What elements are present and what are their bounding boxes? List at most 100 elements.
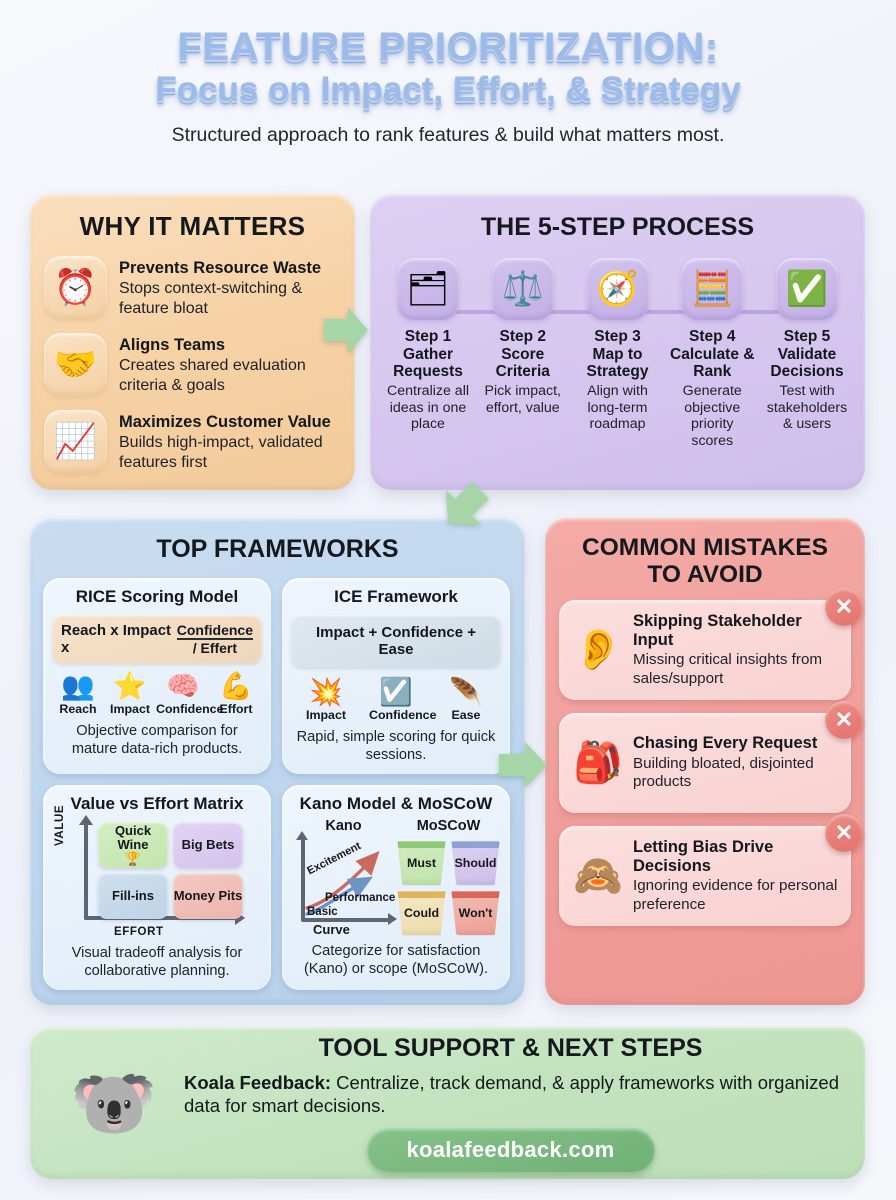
kano-moscow-body: Kano [291, 818, 501, 938]
compass-map-icon: 🧭 [586, 258, 649, 320]
step-desc: Align with long-term roadmap [587, 382, 648, 433]
page-title-line1: FEATURE PRIORITIZATION: [177, 25, 719, 69]
ice-metric-label: Impact [306, 708, 346, 723]
page-title-line2: Focus on Impact, Effort, & Strategy [155, 70, 741, 110]
why-list: ⏰ Prevents Resource Waste Stops context-… [30, 256, 355, 473]
ice-formula: Impact + Confidence + Ease [291, 615, 501, 667]
step-name: Gather Requests [393, 345, 463, 381]
framework-card-value-effort: Value vs Effort Matrix VALUE EFFORT Quic… [43, 785, 271, 991]
mistake-item: ✕ 🎒 Chasing Every Request Building bloat… [559, 700, 863, 813]
step-number: Step 1 [404, 328, 452, 345]
step-name: Score Criteria [495, 345, 550, 381]
rice-metric: ⭐ Impact [104, 671, 156, 717]
mistakes-heading: COMMON MISTAKES TO AVOID [545, 518, 865, 589]
step-number: Step 2 [499, 328, 546, 345]
flexed-bicep-icon: 💪 [219, 671, 253, 701]
moscow-bucket-could: Could [397, 891, 446, 936]
step-desc: Test with stakeholders & users [766, 382, 848, 433]
rice-note: Objective comparison for mature data-ric… [71, 723, 243, 757]
step-desc: Pick impact, effort, value [484, 382, 561, 416]
people-icon: 👥 [61, 671, 95, 701]
moscow-bucket-wont: Won't [451, 891, 500, 936]
mistakes-heading-line1: COMMON MISTAKES [582, 534, 828, 561]
quadrant-money-pits: Money Pits [173, 873, 243, 920]
kano-curves-svg [305, 851, 380, 917]
section-why-it-matters: WHY IT MATTERS ⏰ Prevents Resource Waste… [30, 194, 355, 490]
rice-metric: 💪 Effort [210, 671, 262, 717]
rice-metric-label: Reach [59, 702, 97, 717]
quadrant-fill-ins: Fill-ins [98, 873, 168, 920]
moscow-subheading: MoSCoW [416, 818, 481, 835]
mistake-title: Letting Bias Drive Decisions [633, 838, 774, 875]
quadrant-label: Big Bets [181, 837, 235, 853]
rice-metric-label: Confidence [156, 702, 224, 717]
clock-rewind-icon: ⏰ [44, 256, 107, 319]
mistakes-list: ✕ 👂 Skipping Stakeholder Input Missing c… [545, 587, 865, 926]
matrix-y-axis [79, 815, 93, 921]
framework-card-rice: RICE Scoring Model Reach x Impact x Conf… [43, 578, 271, 775]
header: FEATURE PRIORITIZATION: Focus on Impact,… [0, 0, 896, 147]
mistakes-heading-line2: TO AVOID [647, 561, 763, 589]
star-icon: ⭐ [113, 671, 147, 701]
rice-metric: 👥 Reach [52, 671, 104, 717]
growth-arrows-user-icon: 📈 [44, 410, 107, 473]
moscow-bucket-must: Must [397, 841, 446, 886]
rice-formula-prefix: Reach x Impact x [61, 622, 172, 656]
frameworks-heading: TOP FRAMEWORKS [156, 535, 399, 563]
ear-listening-icon: 👂 [573, 627, 623, 672]
quadrant-big-bets: Big Bets [173, 822, 243, 869]
cta-website-button[interactable]: koalafeedback.com [366, 1128, 655, 1173]
rice-metric-label: Impact [110, 702, 150, 717]
rice-denominator: / Effert [176, 637, 253, 656]
mistake-title: Chasing Every Request [633, 734, 818, 753]
trophy-icon: 🏆 [124, 851, 142, 867]
explosion-icon: 💥 [309, 677, 343, 707]
step-name: Map to Strategy [586, 345, 649, 381]
ice-metric-label: Ease [451, 708, 481, 723]
arrow-process-to-frameworks [437, 474, 493, 538]
quadrant-label: Quick Wine [114, 823, 152, 853]
check-chat-icon: ✅ [776, 258, 838, 320]
matrix-y-label: VALUE [54, 805, 66, 847]
blindfolded-person-icon: 🙈 [573, 853, 623, 898]
ice-title: ICE Framework [334, 587, 458, 606]
cloud-document-icon: 🗂 [397, 258, 459, 320]
why-heading: WHY IT MATTERS [79, 211, 306, 241]
kano-label-curve: Curve [313, 922, 350, 938]
quadrant-quick-wine: Quick Wine 🏆 [98, 822, 168, 869]
mistake-item: ✕ 🙈 Letting Bias Drive Decisions Ignorin… [559, 813, 863, 926]
close-icon: ✕ [825, 813, 863, 852]
feather-icon: 🪶 [449, 677, 483, 707]
rice-fraction: Confidence / Effert [176, 623, 253, 656]
why-item-title: Aligns Teams [119, 336, 226, 354]
matrix-x-label: EFFORT [114, 926, 164, 939]
why-item-title: Maximizes Customer Value [119, 413, 331, 431]
step-name: Validate Decisions [770, 345, 844, 381]
arrow-why-to-process [322, 304, 370, 356]
framework-card-ice: ICE Framework Impact + Confidence + Ease… [282, 578, 510, 775]
section-top-frameworks: TOP FRAMEWORKS RICE Scoring Model Reach … [30, 518, 525, 1005]
why-item-desc: Creates shared evaluation criteria & goa… [119, 356, 306, 394]
brain-icon: 🧠 [166, 671, 200, 701]
kano-curve-chart: Excitement Performance Basic Curve [291, 831, 397, 938]
step-desc: Centralize all ideas in one place [386, 382, 469, 433]
close-icon: ✕ [825, 587, 863, 626]
matrix-note: Visual tradeoff analysis for collaborati… [71, 945, 243, 979]
arrow-frameworks-to-mistakes [497, 740, 549, 790]
moscow-buckets: Must Should Could Won't [396, 841, 501, 936]
kano-title: Kano Model & MoSCoW [299, 794, 493, 814]
page-subtitle: Structured approach to rank features & b… [171, 123, 725, 146]
why-item-desc: Stops context-switching & feature bloat [119, 279, 303, 317]
moscow-bucket-should: Should [451, 841, 500, 886]
close-icon: ✕ [825, 700, 863, 739]
kano-note: Categorize for satisfaction (Kano) or sc… [303, 943, 489, 977]
step-number: Step 3 [594, 328, 641, 345]
quadrant-label: Money Pits [173, 888, 243, 904]
section-tool-support: 🐨 TOOL SUPPORT & NEXT STEPS Koala Feedba… [30, 1027, 865, 1179]
process-heading: THE 5-STEP PROCESS [480, 213, 755, 241]
